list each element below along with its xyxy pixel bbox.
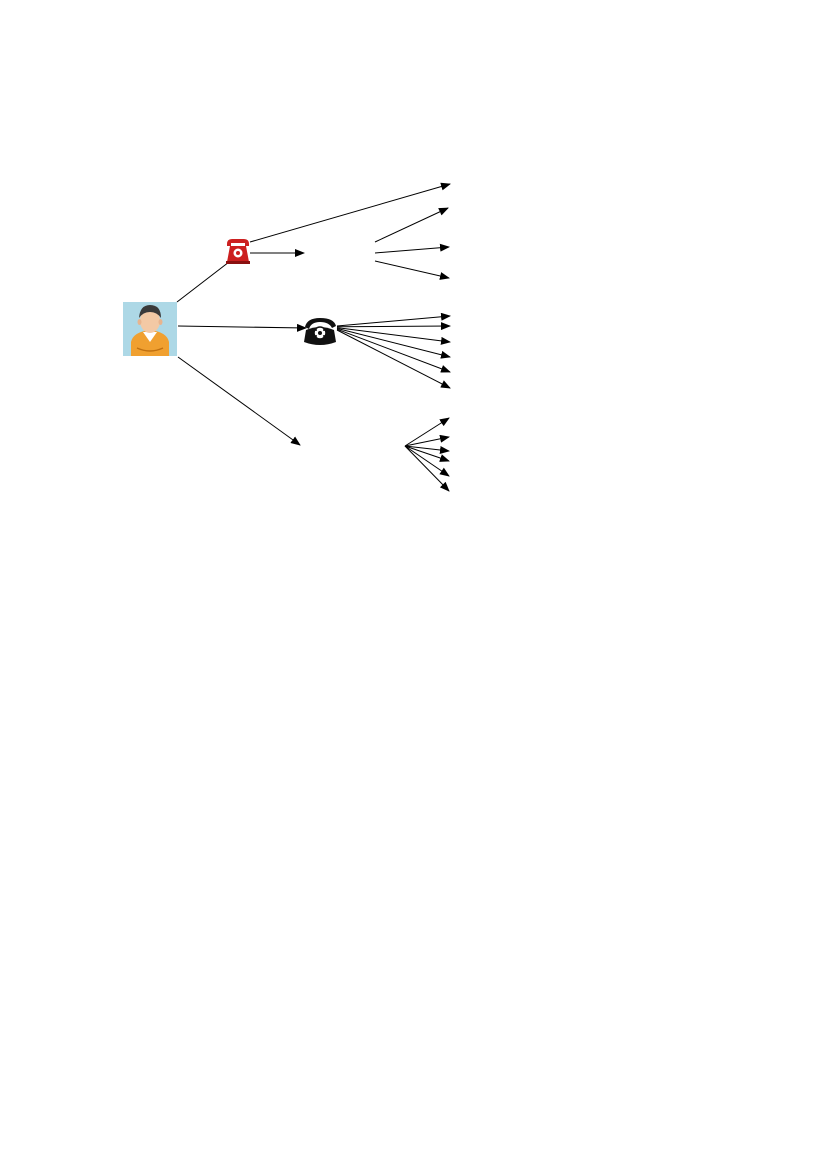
red-phone-icon (226, 239, 250, 264)
edge-red-phone-to-top (249, 182, 451, 243)
edge-black-phone-6 (336, 329, 451, 389)
edge-black-phone-3 (336, 327, 451, 345)
edge-person-to-black-phone (177, 323, 307, 332)
black-phone-icon (304, 318, 336, 345)
edge-group-c-5 (404, 445, 450, 477)
edge-group-c-3 (404, 445, 450, 454)
edge-group-c-4 (404, 445, 450, 462)
edge-group-a-2 (374, 243, 450, 254)
edges-layer (176, 182, 451, 492)
person-icon (123, 302, 177, 356)
edge-black-phone-4 (336, 327, 451, 359)
edge-group-a-1 (374, 207, 449, 243)
edge-black-phone-5 (336, 328, 451, 373)
edge-black-phone-1 (336, 312, 451, 327)
edge-group-c-1 (404, 417, 450, 447)
edge-group-c-6 (404, 445, 450, 492)
edge-black-phone-2 (336, 322, 451, 331)
edge-person-to-red-phone (176, 261, 230, 303)
edge-group-a-3 (374, 260, 450, 280)
edge-person-to-group-c (177, 356, 301, 446)
edge-group-c-2 (404, 434, 450, 447)
